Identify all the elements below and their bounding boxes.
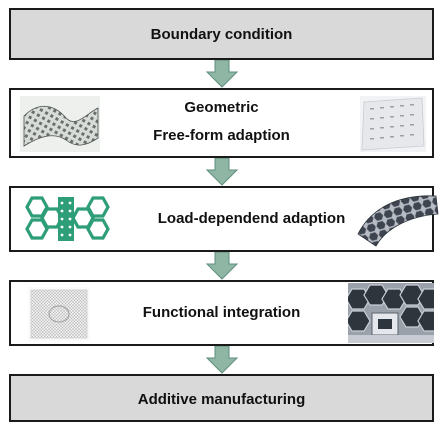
curved-hex-lattice-icon: [357, 195, 439, 247]
flow-arrow-3: [205, 252, 239, 280]
flow-arrow-1: [205, 60, 239, 88]
step-boundary-condition: Boundary condition: [9, 8, 434, 60]
step-geometric-line2: Free-form adaption: [153, 127, 290, 144]
flow-arrow-2: [205, 158, 239, 186]
step-functional-label: Functional integration: [142, 304, 301, 321]
curved-lattice-sheet-icon: [20, 96, 100, 152]
step-additive-manufacturing: Additive manufacturing: [9, 374, 434, 422]
step-boundary-condition-label: Boundary condition: [150, 26, 293, 43]
green-hexagon-panel-icon: [25, 196, 110, 241]
step-additive-label: Additive manufacturing: [137, 391, 306, 408]
step-load-dependend-adaption: Load-dependend adaption: [9, 186, 434, 252]
hex-core-with-insert-icon: [348, 283, 434, 343]
flow-arrow-4: [205, 346, 239, 374]
step-load-label: Load-dependend adaption: [157, 210, 346, 227]
fine-mesh-panel-icon: [28, 287, 90, 341]
step-geometric-line1: Geometric: [184, 99, 259, 116]
perforated-panel-icon: [360, 96, 426, 152]
